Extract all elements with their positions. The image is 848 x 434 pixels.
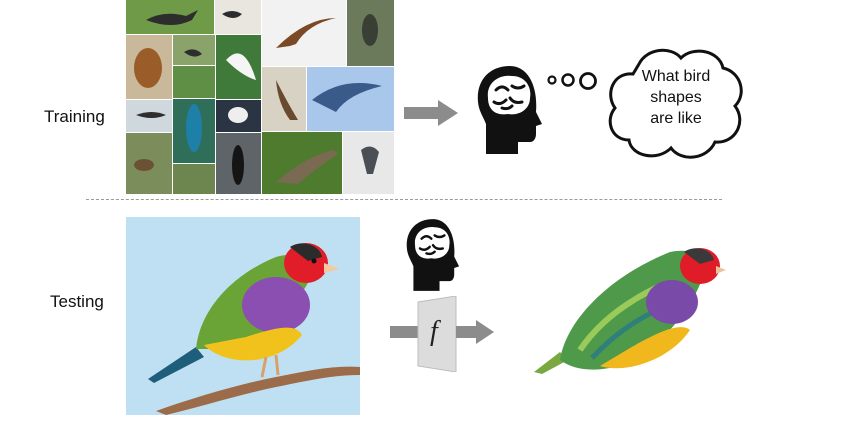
function-pipeline: [390, 296, 494, 372]
section-divider: [86, 199, 722, 200]
thought-line-3: are like: [650, 110, 702, 127]
thought-cloud: [608, 48, 743, 159]
thought-dots: [547, 72, 597, 90]
function-symbol: f: [430, 316, 438, 347]
output-arrow-shaft: [456, 326, 478, 338]
training-image-mosaic: [126, 0, 394, 194]
thought-text: What bird shapes are like: [603, 66, 749, 129]
right-arrow-icon: [404, 100, 458, 126]
input-arrow-shaft: [390, 326, 418, 338]
testing-label: Testing: [50, 292, 104, 311]
bird-thumbnails: [126, 0, 394, 194]
thought-line-2: shapes: [650, 89, 702, 106]
thought-line-1: What bird: [641, 68, 711, 85]
training-label: Training: [44, 107, 105, 126]
head-brain-icon: [477, 66, 542, 154]
function-box: [417, 296, 457, 372]
test-bird-photo: [126, 217, 360, 415]
head-brain-icon-testing: [406, 219, 460, 291]
output-arrow-head: [476, 320, 494, 344]
reconstructed-bird-shape: [534, 248, 726, 374]
